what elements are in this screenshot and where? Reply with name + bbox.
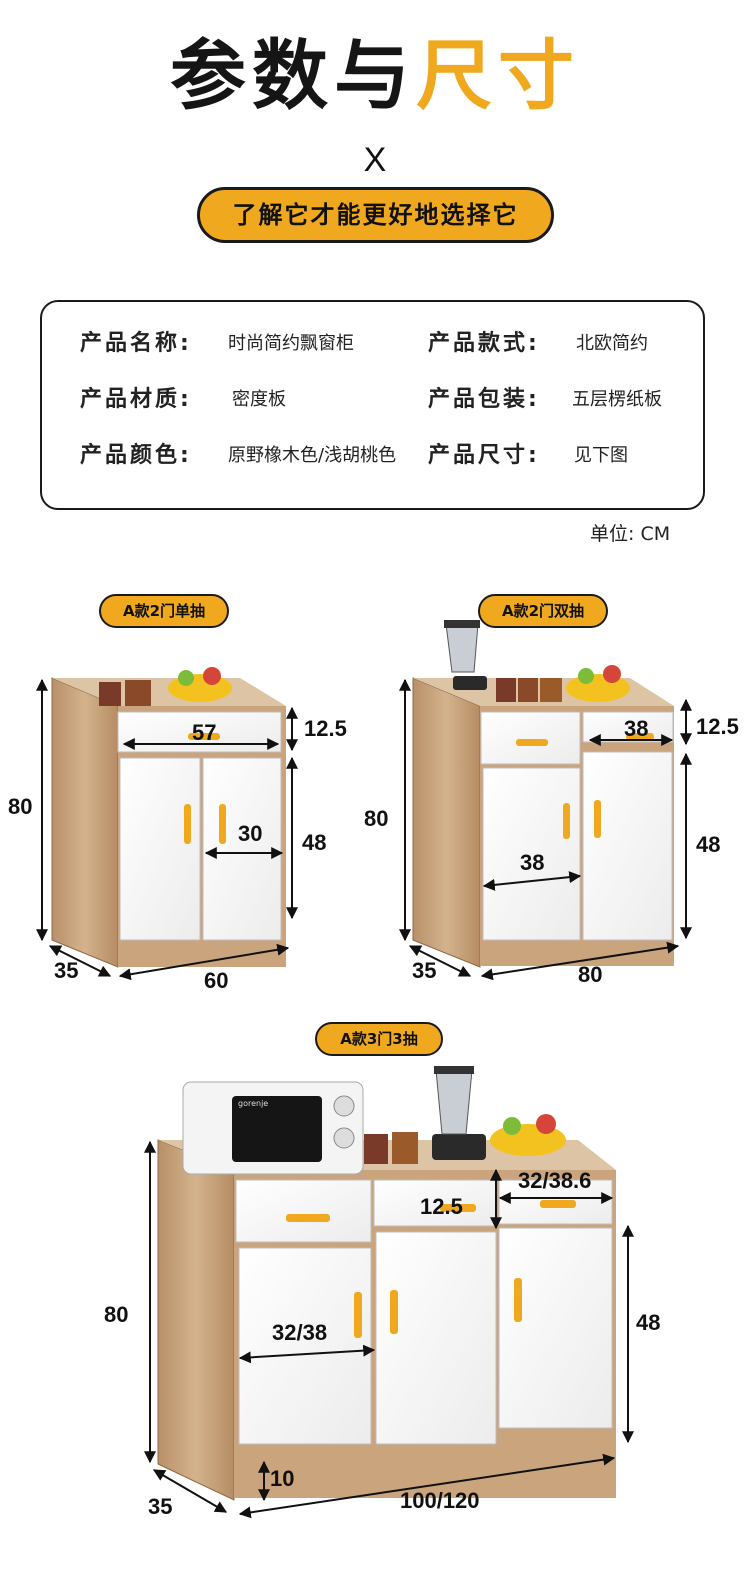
spec-value: 原野橡木色/浅胡桃色 — [228, 445, 397, 466]
dim-height: 80 — [8, 794, 33, 819]
dim-width: 80 — [578, 962, 603, 987]
cabinet-2door-1drawer — [36, 667, 298, 981]
variant-badge: A款2门单抽 — [99, 594, 229, 628]
spec-value: 时尚简约飘窗柜 — [228, 333, 354, 354]
dim-width: 60 — [204, 968, 229, 993]
dim-door-width: 30 — [238, 821, 263, 846]
dim-door-width: 38 — [520, 850, 545, 875]
dim-depth: 35 — [148, 1494, 173, 1519]
dim-drawer-width: 32/38.6 — [518, 1168, 592, 1193]
spec-label: 产品尺寸: — [428, 443, 540, 468]
title-part-parameters: 参数与 — [170, 31, 416, 120]
dim-depth: 35 — [54, 958, 79, 983]
dim-drawer-width: 38 — [624, 716, 649, 741]
dim-door-height: 48 — [696, 832, 721, 857]
variant-badge: A款2门双抽 — [478, 594, 608, 628]
spec-label: 产品款式: — [428, 331, 540, 356]
cabinet-2door-2drawer — [399, 620, 692, 981]
spec-row: 产品名称: 时尚简约飘窗柜 产品款式: 北欧简约 — [42, 324, 703, 364]
spec-label: 产品包装: — [428, 387, 540, 412]
page-title: 参数与尺寸 — [0, 28, 750, 124]
spec-value: 密度板 — [232, 389, 286, 410]
subtitle-badge: 了解它才能更好地选择它 — [197, 187, 554, 243]
spec-label: 产品名称: — [80, 331, 192, 356]
unit-label: 单位: CM — [590, 523, 671, 545]
cabinet-3door-3drawer: gorenje — [144, 1066, 634, 1519]
dim-depth: 35 — [412, 958, 437, 983]
x-mark: X — [363, 141, 387, 179]
spec-label: 产品材质: — [80, 387, 192, 412]
spec-row: 产品颜色: 原野橡木色/浅胡桃色 产品尺寸: 见下图 — [42, 436, 703, 476]
dim-drawer-height: 12.5 — [420, 1194, 463, 1219]
dim-drawer-width: 57 — [192, 720, 217, 745]
dim-drawer-height: 12.5 — [304, 716, 347, 741]
dim-door-height: 48 — [302, 830, 327, 855]
spec-value: 五层楞纸板 — [572, 389, 662, 410]
dim-height: 80 — [104, 1302, 129, 1327]
spec-value: 北欧简约 — [576, 333, 648, 354]
spec-row: 产品材质: 密度板 产品包装: 五层楞纸板 — [42, 380, 703, 420]
variant-badge: A款3门3抽 — [315, 1022, 443, 1056]
title-part-dimensions: 尺寸 — [416, 31, 580, 120]
dim-door-height: 48 — [636, 1310, 661, 1335]
spec-label: 产品颜色: — [80, 443, 192, 468]
spec-table: 产品名称: 时尚简约飘窗柜 产品款式: 北欧简约 产品材质: 密度板 产品包装:… — [40, 300, 705, 510]
dim-height: 80 — [364, 806, 389, 831]
dim-base-height: 10 — [270, 1466, 295, 1491]
spec-value: 见下图 — [574, 445, 628, 466]
dim-drawer-height: 12.5 — [696, 714, 739, 739]
dim-door-width: 32/38 — [272, 1320, 328, 1345]
dim-width: 100/120 — [400, 1488, 480, 1513]
appliance-brand: gorenje — [238, 1099, 268, 1108]
